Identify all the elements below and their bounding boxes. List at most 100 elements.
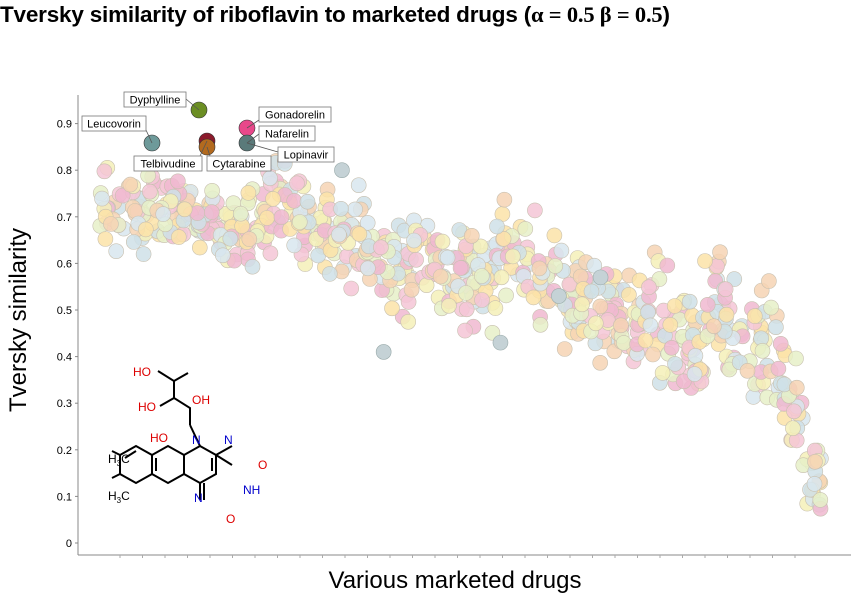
data-point (473, 268, 490, 284)
mol-h3c-1: H3C (108, 452, 130, 468)
data-point (706, 318, 722, 335)
data-point (547, 258, 564, 274)
data-point (259, 210, 275, 226)
mol-c: C (121, 489, 130, 503)
data-point (717, 281, 734, 298)
data-point (350, 177, 367, 193)
data-point (452, 260, 469, 276)
data-point (806, 476, 823, 492)
data-point (681, 293, 698, 310)
data-point (770, 360, 787, 377)
annotation-leader (185, 98, 200, 111)
data-point (786, 403, 802, 420)
annotation-label: Nafarelin (265, 129, 309, 141)
data-point (546, 227, 563, 244)
annotation-leader (246, 119, 260, 129)
data-point (583, 283, 600, 300)
data-point (351, 226, 368, 242)
data-point (403, 281, 420, 298)
title-close: ) (662, 2, 670, 27)
data-point (204, 183, 220, 199)
data-point (726, 271, 743, 287)
data-point (687, 347, 704, 364)
data-point (333, 201, 349, 217)
data-point (96, 163, 113, 180)
title-params: α = 0.5 β = 0.5 (531, 2, 663, 27)
data-point (659, 257, 676, 274)
data-point (493, 269, 510, 286)
data-point (400, 313, 417, 330)
data-point (359, 215, 376, 231)
data-point (812, 492, 829, 508)
data-point (772, 335, 789, 352)
mol-h: H (108, 452, 117, 466)
data-point (474, 292, 490, 308)
data-point (331, 226, 347, 243)
data-point (170, 173, 186, 190)
data-point (697, 253, 713, 269)
data-point (667, 356, 683, 372)
data-point (142, 183, 158, 200)
data-point (587, 315, 604, 332)
data-point (718, 306, 735, 323)
mol-nh: NH (243, 483, 260, 497)
mol-sub3: 3 (117, 496, 122, 505)
data-point (532, 316, 549, 333)
data-point (662, 317, 679, 333)
data-point (103, 216, 119, 232)
data-point (215, 247, 231, 264)
mol-c: C (121, 452, 130, 466)
annotation-box (258, 125, 316, 142)
data-point (807, 453, 823, 470)
mol-ho-3: HO (150, 431, 168, 445)
data-point (615, 335, 632, 351)
data-point (232, 205, 249, 222)
data-point (204, 204, 220, 220)
annotation-leader (206, 146, 211, 157)
data-point (754, 342, 771, 359)
data-point (699, 296, 716, 313)
annotation-box (258, 106, 332, 123)
y-tick-label: 0.2 (57, 445, 72, 457)
data-point (666, 298, 683, 314)
annotation-label: Cytarabine (212, 159, 265, 171)
y-tick-label: 0.4 (57, 352, 72, 364)
mol-o-1: O (258, 458, 267, 472)
data-point (334, 162, 350, 178)
mol-n-2: N (224, 433, 233, 447)
data-point (97, 231, 114, 247)
y-tick-label: 0.8 (57, 165, 72, 177)
highlighted-points (143, 101, 256, 156)
data-point (273, 209, 290, 225)
data-point (551, 288, 567, 304)
annotation-box (277, 146, 335, 163)
mol-sub3: 3 (117, 459, 122, 468)
data-point (556, 341, 573, 357)
data-point (375, 344, 392, 360)
data-point (527, 202, 543, 219)
data-point (525, 289, 542, 306)
y-tick-label: 0.5 (57, 305, 72, 317)
annotation-label: Dyphylline (130, 95, 181, 107)
data-point (642, 317, 659, 334)
x-tick-group (119, 555, 796, 558)
data-point (492, 334, 509, 351)
data-point (495, 231, 512, 247)
data-point (108, 243, 124, 259)
annotation-label: Leucovorin (87, 119, 141, 131)
data-point (155, 206, 171, 222)
annotation-label: Gonadorelin (265, 110, 325, 122)
data-point (126, 234, 142, 250)
data-point (761, 273, 777, 289)
data-point (262, 170, 278, 186)
data-point (663, 339, 680, 356)
data-point (94, 190, 110, 207)
data-point (289, 175, 305, 192)
y-tick-label: 0.9 (57, 119, 72, 131)
data-point (441, 297, 457, 314)
molecule-labels: HO HO OH HO N N N NH O O H3C H3C (108, 365, 267, 526)
data-point (592, 269, 609, 286)
data-point (621, 286, 637, 303)
chart-title: Tversky similarity of riboflavin to mark… (0, 2, 851, 28)
annotation-box (133, 155, 203, 172)
